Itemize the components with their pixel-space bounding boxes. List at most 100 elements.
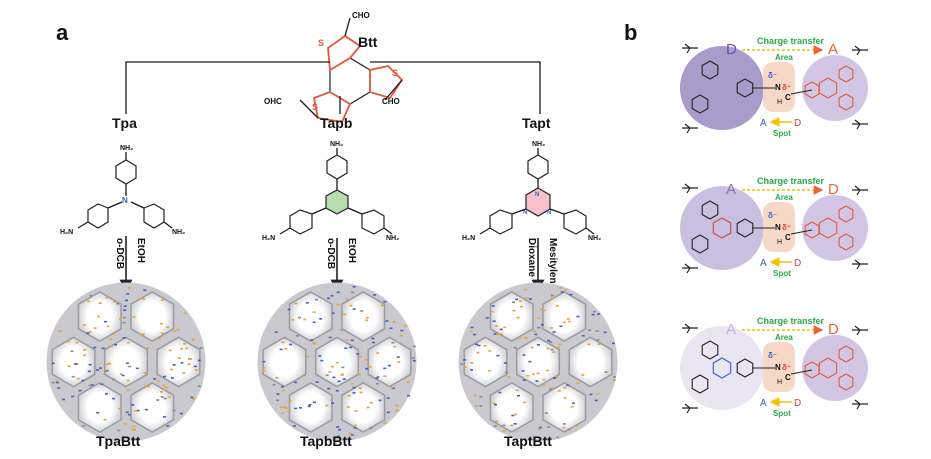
cof-atom: [159, 391, 163, 393]
cof-atom: [371, 337, 375, 340]
cof-atom: [93, 327, 97, 329]
cof-atom: [292, 425, 296, 427]
cof-atom: [279, 348, 283, 351]
cof-pore: [103, 336, 149, 388]
cof-atom: [383, 300, 387, 303]
cof-atom: [312, 311, 316, 313]
tapt-molecule: NH₂ N N N H₂N NH₂: [462, 141, 601, 242]
cof-atom: [386, 397, 390, 399]
col-tpa-title: Tpa: [112, 115, 137, 131]
cof-atom: [547, 426, 551, 428]
cof-atom: [576, 315, 580, 318]
cof-atom: [587, 343, 591, 346]
cof-atom: [66, 340, 70, 343]
cof-atom: [187, 363, 191, 366]
cof-atom: [284, 347, 288, 350]
cof-atom: [165, 326, 169, 328]
cof-atom: [511, 414, 515, 417]
left-role: A: [726, 181, 736, 198]
cof-atom: [173, 330, 177, 333]
cof-atom: [87, 300, 91, 303]
cof-atom: [118, 407, 122, 410]
cof-atom: [553, 377, 557, 379]
cof-atom: [96, 411, 100, 414]
cof-atom: [144, 385, 148, 388]
cof-atom: [546, 347, 550, 350]
cof-atom: [476, 351, 480, 354]
right-role: A: [828, 41, 838, 58]
cof-atom: [535, 380, 539, 382]
cof-atom: [280, 385, 284, 388]
charge-transfer-label: Charge transfer: [757, 176, 825, 186]
cof-atom: [499, 328, 503, 331]
cof-atom: [307, 405, 311, 408]
cof-atom: [571, 402, 575, 405]
imine-h: H: [777, 379, 782, 386]
cof-pore: [341, 291, 386, 342]
cof-atom: [544, 412, 548, 414]
cof-atom: [581, 374, 585, 376]
cof-atom: [182, 372, 186, 374]
cof-atom: [281, 412, 285, 415]
cof-atom: [412, 359, 416, 362]
cof-atom: [479, 405, 483, 407]
imine-c: C: [785, 373, 791, 382]
cof-atom: [336, 291, 340, 294]
cof-atom: [294, 407, 298, 410]
cof-atom: [563, 386, 567, 389]
cof-atom: [365, 316, 369, 319]
cof-atom: [284, 407, 288, 410]
area-label: Area: [775, 193, 793, 202]
cof-atom: [491, 305, 495, 307]
cof-atom: [116, 302, 120, 305]
svg-text:N: N: [547, 210, 551, 216]
cof-atom: [469, 330, 473, 333]
cof-atom: [593, 310, 597, 313]
cof-atom: [507, 376, 511, 378]
cof-atom: [604, 371, 608, 373]
cof-atom: [350, 339, 354, 342]
btt-monomer: S S S CHO OHC CHO Btt: [264, 11, 404, 124]
cof-atom: [552, 351, 556, 353]
cof-atom: [328, 371, 332, 373]
cof-atom: [511, 301, 515, 304]
cof-atom: [126, 293, 130, 295]
cof-atom: [341, 366, 345, 369]
cof-atom: [387, 364, 391, 367]
cof-atom: [350, 434, 354, 436]
cof-atom: [549, 341, 553, 343]
cof-atom: [298, 407, 302, 409]
cof-atom: [318, 355, 322, 357]
cof-pore: [156, 336, 201, 388]
cof-atom: [354, 410, 358, 412]
cof-atom: [134, 410, 138, 412]
cof-atom: [180, 362, 184, 364]
tapb-molecule: NH₂ H₂N NH₂: [262, 141, 399, 242]
cof-atom: [337, 380, 341, 383]
area-label: Area: [775, 53, 793, 62]
cof-pore: [367, 336, 412, 388]
cof-atom: [108, 362, 112, 365]
delta-plus: δ⁺: [782, 83, 791, 92]
tpa-molecule: NH₂ N H₂N NH₂: [60, 145, 185, 236]
cof-atom: [345, 298, 349, 301]
cof-atom: [166, 425, 170, 427]
cof-atom: [512, 309, 516, 312]
tpa-core-n: N: [122, 196, 128, 205]
cof-atom: [106, 363, 110, 366]
cof-atom: [570, 405, 574, 408]
cof-atom: [344, 347, 348, 349]
cof-atom: [335, 361, 339, 364]
cof-atom: [58, 330, 62, 332]
cof-atom: [359, 391, 363, 394]
cof-atom: [396, 356, 400, 358]
cof-atom: [552, 331, 556, 333]
cof-atom: [490, 310, 494, 313]
cof-atom: [88, 384, 92, 387]
cof-atom: [103, 369, 107, 371]
product-tpabtt: TpaBtt: [96, 433, 141, 449]
cof-atom: [325, 374, 329, 377]
cof-atom: [366, 406, 370, 409]
cof-atom: [122, 321, 126, 324]
